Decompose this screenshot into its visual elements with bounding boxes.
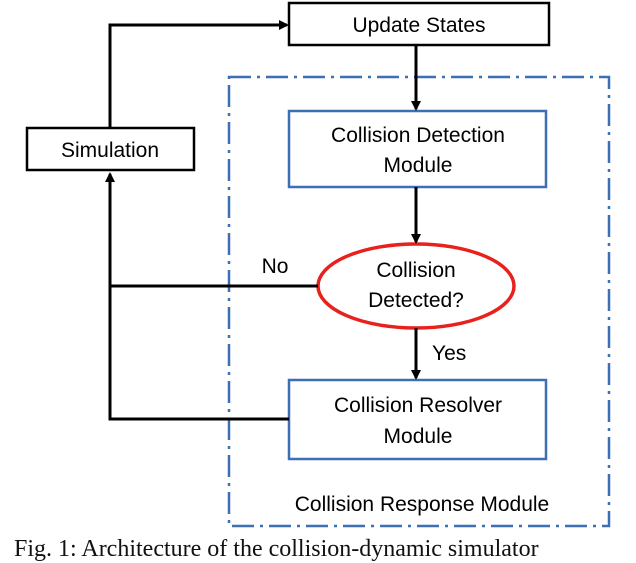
collision-detected-decision (316, 242, 516, 330)
collision-resolver-label-line2: Module (384, 425, 453, 448)
update-states-label: Update States (352, 14, 485, 37)
decision-label-line1: Collision (376, 259, 455, 282)
simulation-label: Simulation (61, 139, 159, 162)
simulation-box (25, 126, 196, 172)
figure-caption: Fig. 1: Architecture of the collision-dy… (14, 536, 539, 562)
collision-detection-label-line2: Module (384, 154, 453, 177)
collision-response-module-group (227, 75, 611, 528)
no-label: No (262, 255, 289, 278)
collision-detection-label-line1: Collision Detection (331, 124, 505, 147)
line-resolver-feedback (105, 172, 289, 421)
yes-label: Yes (432, 342, 466, 365)
collision-resolver-module-box (287, 378, 548, 461)
arrow-simulation-to-update-states (108, 20, 289, 128)
update-states-box (287, 1, 551, 47)
collision-response-module-label: Collision Response Module (295, 493, 549, 516)
decision-label-line2: Detected? (368, 289, 464, 312)
collision-resolver-label-line1: Collision Resolver (334, 394, 502, 417)
